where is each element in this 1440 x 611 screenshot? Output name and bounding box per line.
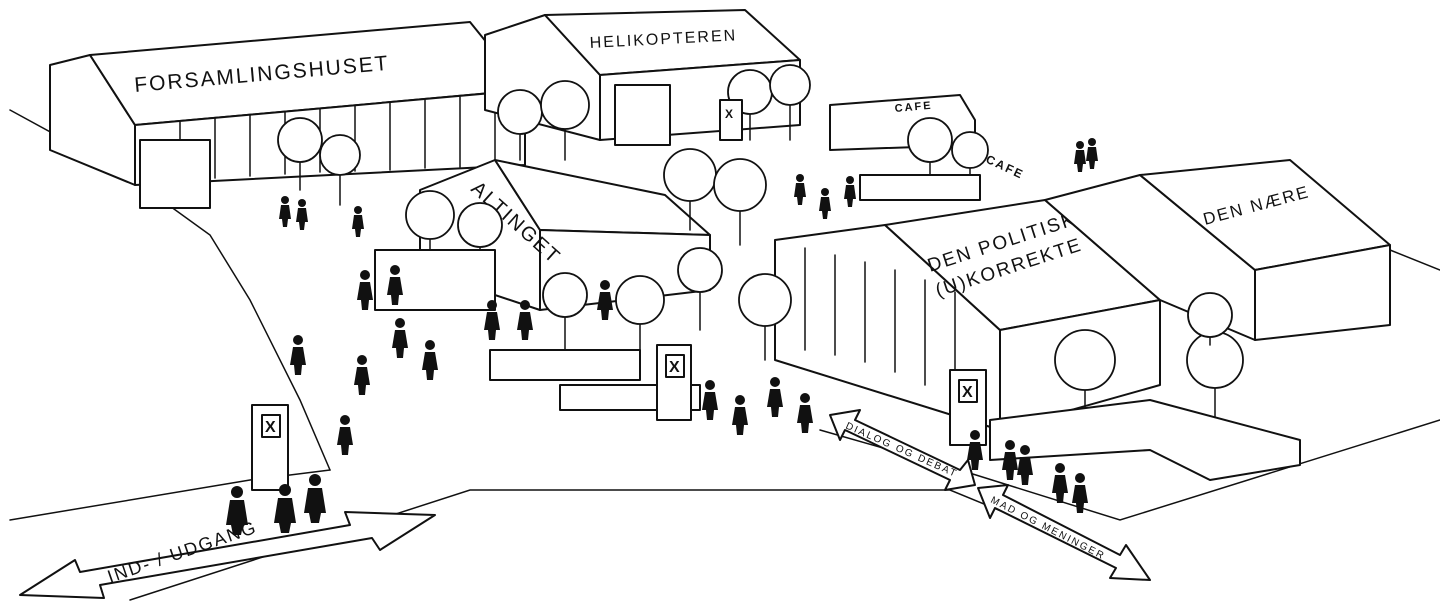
person-icon	[702, 380, 718, 420]
tree-icon	[277, 117, 323, 191]
person-icon	[422, 340, 438, 380]
person-icon	[1074, 141, 1086, 172]
person-icon	[797, 393, 813, 433]
tree-icon	[540, 80, 590, 161]
person-icon	[1002, 440, 1018, 480]
person-icon	[392, 318, 408, 358]
label-cafe-1: CAFE	[894, 100, 933, 115]
booth-box: X	[949, 369, 987, 446]
person-icon	[517, 300, 533, 340]
booth-box: X	[656, 344, 692, 421]
tree-icon	[319, 134, 361, 206]
person-icon	[357, 270, 373, 310]
person-icon	[296, 199, 308, 230]
label-dialog: DIALOG OG DEBAT	[844, 421, 959, 480]
person-icon	[226, 486, 248, 535]
tree-icon	[542, 272, 588, 351]
person-icon	[304, 474, 326, 523]
trees	[277, 64, 1244, 451]
tree-icon	[769, 64, 811, 141]
person-icon	[352, 206, 364, 237]
person-icon	[1086, 138, 1098, 169]
person-icon	[274, 484, 296, 533]
arrow-entrance: IND- / UDGANG	[19, 511, 436, 599]
booth-mark: X	[725, 107, 733, 121]
arrow-mad: MAD OG MENINGER	[977, 484, 1151, 581]
people	[226, 138, 1098, 535]
person-icon	[1017, 445, 1033, 485]
person-icon	[1052, 463, 1068, 503]
person-icon	[354, 355, 370, 395]
booth-mark: X	[962, 384, 973, 401]
tree-icon	[1187, 292, 1233, 346]
label-cafe-2: CAFE	[984, 152, 1027, 182]
person-icon	[387, 265, 403, 305]
person-icon	[290, 335, 306, 375]
person-icon	[597, 280, 613, 320]
booths: X X X X	[251, 99, 987, 491]
person-icon	[337, 415, 353, 455]
booth-box: X	[251, 404, 289, 491]
person-icon	[732, 395, 748, 435]
person-icon	[767, 377, 783, 417]
person-icon	[844, 176, 856, 207]
tree-icon	[405, 190, 455, 271]
booth-mark: X	[669, 359, 680, 376]
tree-icon	[738, 273, 792, 361]
person-icon	[967, 430, 983, 470]
tree-icon	[713, 158, 767, 246]
person-icon	[819, 188, 831, 219]
person-icon	[1072, 473, 1088, 513]
booth-box: X	[719, 99, 743, 141]
person-icon	[794, 174, 806, 205]
tree-icon	[615, 275, 665, 356]
label-mad: MAD OG MENINGER	[989, 495, 1107, 563]
booth-mark: X	[265, 419, 276, 436]
person-icon	[484, 300, 500, 340]
person-icon	[279, 196, 291, 227]
tree-icon	[677, 247, 723, 331]
